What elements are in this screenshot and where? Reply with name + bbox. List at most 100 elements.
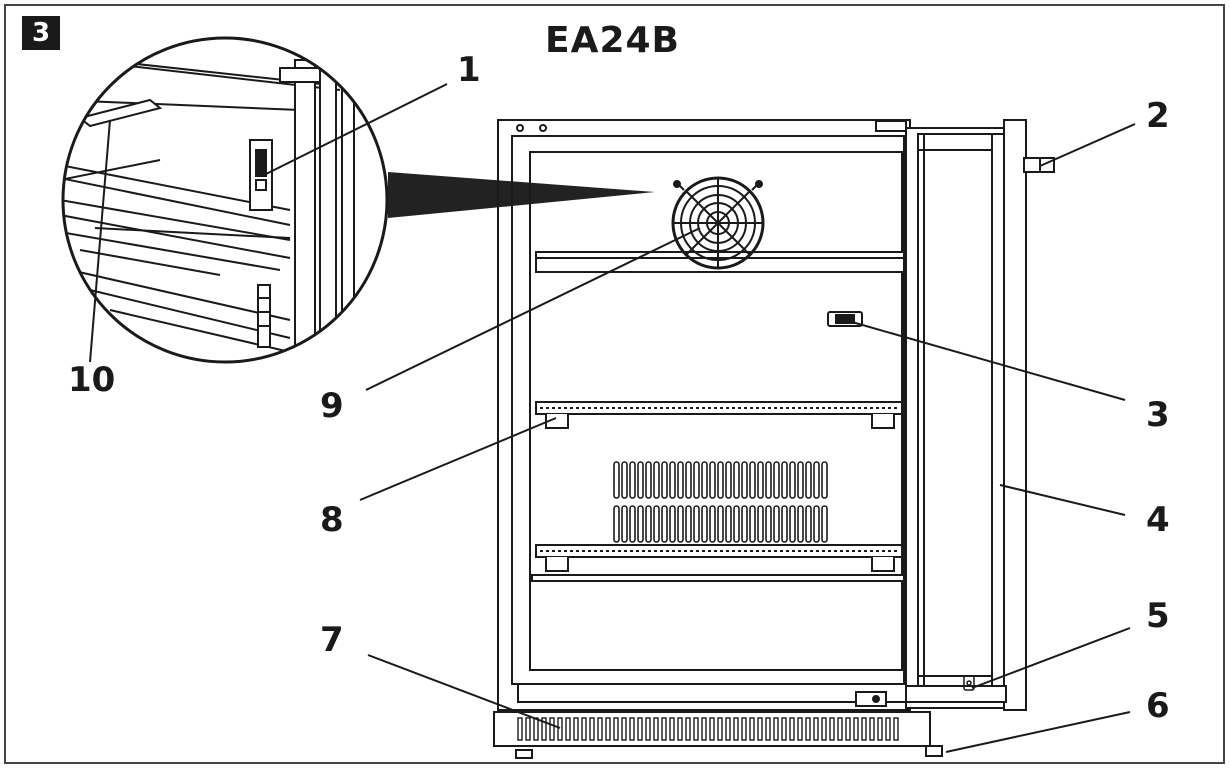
leader-lines	[89, 83, 1136, 753]
vent-slot	[669, 505, 676, 543]
grille-slot	[621, 717, 627, 741]
grille-slot	[797, 717, 803, 741]
vent-slot	[621, 461, 628, 499]
grille-slot	[565, 717, 571, 741]
grille-slot	[701, 717, 707, 741]
vent-slot	[797, 505, 804, 543]
grille-slot	[653, 717, 659, 741]
vent-slot	[677, 505, 684, 543]
callout-10: 10	[68, 360, 116, 400]
vent-slot	[821, 505, 828, 543]
vent-slot	[781, 505, 788, 543]
vent-slot	[765, 461, 772, 499]
grille-slot	[709, 717, 715, 741]
grille-slot	[821, 717, 827, 741]
vent-slot	[693, 505, 700, 543]
vent-slot	[757, 461, 764, 499]
grille-slot	[693, 717, 699, 741]
grille-slot	[869, 717, 875, 741]
vent-slot	[629, 461, 636, 499]
callout-1: 1	[457, 50, 481, 90]
vent-slot	[709, 505, 716, 543]
vent-slot	[789, 461, 796, 499]
grille-slot	[725, 717, 731, 741]
vent-slot	[797, 461, 804, 499]
vent-slot	[717, 505, 724, 543]
door-hinge	[1023, 157, 1055, 173]
magnifier-pointer	[388, 172, 655, 218]
vent-slot	[677, 461, 684, 499]
vent-slot	[741, 461, 748, 499]
vent-slot	[781, 461, 788, 499]
vent-slot	[765, 505, 772, 543]
model-title: EA24B	[545, 20, 680, 61]
vent-slot	[725, 461, 732, 499]
grille-slot	[893, 717, 899, 741]
vent-slot	[701, 505, 708, 543]
grille-slot	[517, 717, 523, 741]
vent-slot	[805, 505, 812, 543]
grille-slot	[549, 717, 555, 741]
vent-slot	[661, 505, 668, 543]
vent-slot	[637, 505, 644, 543]
callout-2: 2	[1146, 96, 1170, 136]
vent-slot	[805, 461, 812, 499]
callout-4: 4	[1146, 500, 1170, 540]
detail-inset	[63, 38, 387, 362]
vent-slot	[741, 505, 748, 543]
grille-slot	[885, 717, 891, 741]
vent-slot	[653, 505, 660, 543]
vent-slot	[685, 505, 692, 543]
callout-9: 9	[320, 386, 344, 426]
vent-slot	[773, 505, 780, 543]
shelf-lower	[531, 544, 905, 582]
grille-slot	[589, 717, 595, 741]
vent-slot	[821, 461, 828, 499]
vent-slot	[701, 461, 708, 499]
vent-slot	[613, 505, 620, 543]
callout-5: 5	[1146, 596, 1170, 636]
grille-slot	[749, 717, 755, 741]
grille-slot	[581, 717, 587, 741]
grille-slot	[573, 717, 579, 741]
grille-slot	[789, 717, 795, 741]
grille-slot	[557, 717, 563, 741]
step-badge: 3	[22, 16, 60, 50]
grille-slot	[717, 717, 723, 741]
vent-slot	[629, 505, 636, 543]
grille-slot	[741, 717, 747, 741]
vent-slot	[661, 461, 668, 499]
grille-slot	[637, 717, 643, 741]
upper-bar	[535, 251, 905, 273]
grille-slot	[781, 717, 787, 741]
vent-slot	[709, 461, 716, 499]
vent-slot	[653, 461, 660, 499]
grille-slot	[605, 717, 611, 741]
grille-slot	[845, 717, 851, 741]
grille-slot	[645, 717, 651, 741]
vent-slot	[789, 505, 796, 543]
vent-slot	[645, 505, 652, 543]
grille-slot	[525, 717, 531, 741]
door-lock-icon	[963, 675, 975, 691]
grille-slot	[613, 717, 619, 741]
grille-slot	[597, 717, 603, 741]
vent-slot	[717, 461, 724, 499]
vent-slot	[725, 505, 732, 543]
grille-slot	[853, 717, 859, 741]
vent-slot	[733, 461, 740, 499]
grille-slot	[661, 717, 667, 741]
vent-slot	[685, 461, 692, 499]
bottom-grille	[517, 717, 899, 741]
rear-vent	[613, 461, 828, 543]
callout-3: 3	[1146, 395, 1170, 435]
grille-slot	[541, 717, 547, 741]
grille-slot	[813, 717, 819, 741]
fan-icon	[671, 176, 765, 270]
grille-slot	[877, 717, 883, 741]
grille-slot	[765, 717, 771, 741]
door	[905, 119, 1027, 711]
callout-6: 6	[1146, 686, 1170, 726]
vent-slot	[733, 505, 740, 543]
grille-slot	[685, 717, 691, 741]
